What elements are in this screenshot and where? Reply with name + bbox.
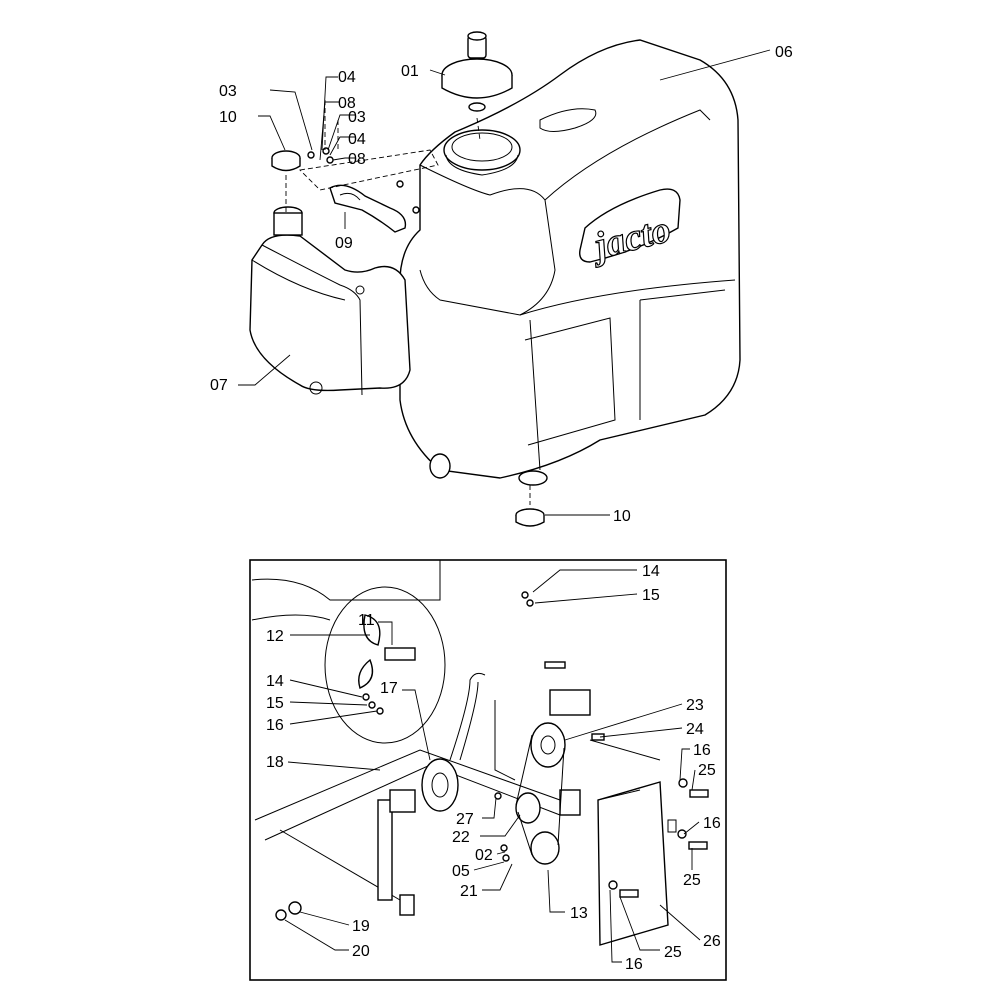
label-25-b: 25: [683, 872, 701, 889]
label-05: 05: [452, 863, 470, 880]
label-21: 21: [460, 883, 478, 900]
pump-assembly: [251, 560, 591, 916]
label-03-b: 03: [348, 109, 366, 126]
mounting-bracket: [299, 149, 439, 233]
label-27: 27: [456, 811, 474, 828]
belt-guard: [589, 739, 677, 946]
leader-lines: [238, 49, 771, 963]
belt-drive: [515, 722, 566, 865]
label-06: 06: [775, 44, 793, 61]
part-labels: 01 03 04 08 03 04 08 10 09 07 06 10 14 1…: [210, 44, 793, 973]
fasteners-top: [307, 147, 420, 214]
label-10-a: 10: [219, 109, 237, 126]
label-15-b: 15: [266, 695, 284, 712]
label-11: 11: [358, 612, 375, 629]
detail-panel: [249, 559, 727, 981]
label-02: 02: [475, 847, 493, 864]
label-04-b: 04: [348, 131, 366, 148]
label-14-a: 14: [642, 563, 660, 580]
label-16-a: 16: [266, 717, 284, 734]
label-25-c: 25: [664, 944, 682, 961]
label-10-b: 10: [613, 508, 631, 525]
label-18: 18: [266, 754, 284, 771]
label-22: 22: [452, 829, 470, 846]
main-tank: jacto: [399, 39, 741, 486]
label-16-c: 16: [703, 815, 721, 832]
label-25-a: 25: [698, 762, 716, 779]
label-09: 09: [335, 235, 353, 252]
label-23: 23: [686, 697, 704, 714]
label-01: 01: [401, 63, 419, 80]
label-12: 12: [266, 628, 284, 645]
drain-plugs: [271, 150, 545, 527]
filler-cap: [441, 31, 513, 112]
label-15-a: 15: [642, 587, 660, 604]
label-16-d: 16: [625, 956, 643, 973]
label-17: 17: [380, 680, 398, 697]
label-04-a: 04: [338, 69, 356, 86]
label-20: 20: [352, 943, 370, 960]
auxiliary-tank: [249, 206, 411, 396]
label-14-b: 14: [266, 673, 284, 690]
label-24: 24: [686, 721, 704, 738]
label-19: 19: [352, 918, 370, 935]
label-13: 13: [570, 905, 588, 922]
label-16-b: 16: [693, 742, 711, 759]
label-08-a: 08: [338, 95, 356, 112]
label-07: 07: [210, 377, 228, 394]
label-03-a: 03: [219, 83, 237, 100]
label-26: 26: [703, 933, 721, 950]
label-08-b: 08: [348, 151, 366, 168]
